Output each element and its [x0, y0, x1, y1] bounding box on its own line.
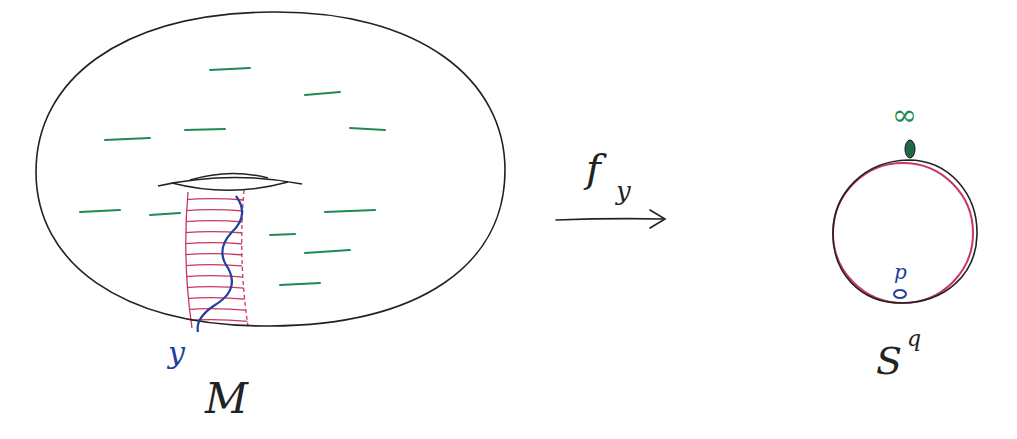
manifold-label: M — [205, 378, 248, 420]
point-infinity — [905, 140, 915, 158]
map-arrow — [556, 210, 665, 228]
hatch-line — [180, 265, 255, 267]
hatched-band — [180, 190, 255, 328]
hatch-line — [180, 243, 255, 245]
torus-outline — [36, 12, 505, 326]
sphere-label: S — [876, 342, 902, 380]
map-subscript: y — [616, 178, 631, 204]
sphere-superscript: q — [907, 328, 921, 350]
sphere-red — [833, 163, 973, 303]
torus-hole — [158, 173, 302, 190]
hatch-line — [180, 276, 255, 278]
point-p — [894, 290, 906, 298]
hatch-line — [180, 309, 255, 311]
hatch-line — [180, 298, 255, 300]
hatch-line — [180, 221, 255, 223]
hatch-line — [180, 199, 255, 201]
hatch-line — [180, 232, 255, 234]
hatch-line — [180, 210, 255, 212]
map-label: f — [586, 148, 601, 188]
curve-y — [198, 196, 243, 332]
sphere-outline — [833, 160, 977, 303]
point-label: ∞ — [892, 100, 917, 130]
point-label: p — [894, 262, 907, 282]
hatch-line — [180, 254, 255, 256]
surface-strokes — [80, 68, 385, 285]
hatch-line — [180, 287, 255, 289]
curve-label: y — [168, 338, 185, 368]
